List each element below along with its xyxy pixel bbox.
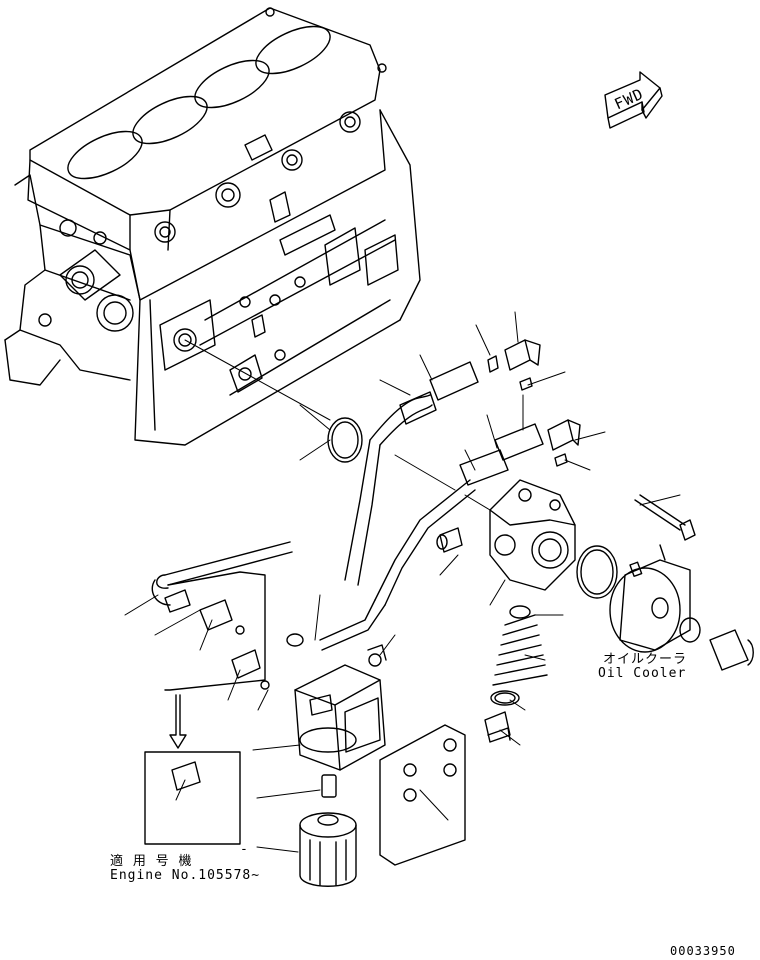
o-ring-block xyxy=(327,417,363,463)
cooler-head xyxy=(436,479,576,591)
oil-cooler xyxy=(576,494,754,671)
applicable-engine-label-en: Engine No.105578~ xyxy=(110,868,261,883)
upper-fittings xyxy=(487,339,581,467)
applicable-engine-label-jp: 適 用 号 機 xyxy=(110,854,193,869)
oil-cooler-label-jp: オイルクーラ xyxy=(603,652,688,667)
applicable-engine-dash: - xyxy=(240,842,249,857)
oil-filter-assy xyxy=(294,644,466,887)
engine-block xyxy=(4,7,421,446)
oil-pipes xyxy=(151,361,544,651)
inset-detail xyxy=(144,571,270,845)
fwd-arrow-icon xyxy=(604,71,663,129)
oil-cooler-label-en: Oil Cooler xyxy=(598,666,687,681)
drawing-number: 00033950 xyxy=(670,944,736,958)
leader-lines xyxy=(124,311,681,853)
relief-valve xyxy=(484,605,548,743)
